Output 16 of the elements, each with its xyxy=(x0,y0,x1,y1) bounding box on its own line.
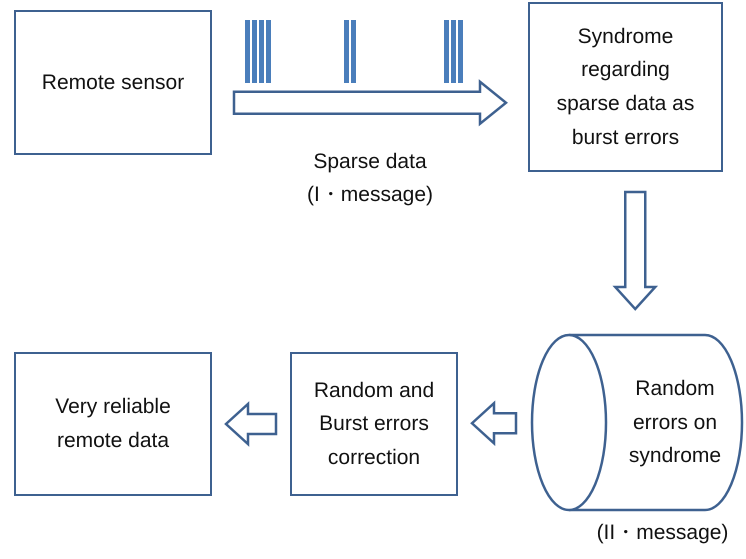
node-label: Very reliable remote data xyxy=(54,394,172,454)
block-arrow xyxy=(470,400,518,446)
block-arrow xyxy=(224,401,278,447)
node-label: Random and Burst errors correction xyxy=(312,378,436,471)
cylinder-shape xyxy=(530,333,744,512)
process-box xyxy=(14,352,212,496)
process-box xyxy=(290,352,458,496)
edge-label: Sparse data (I・message) xyxy=(306,148,434,208)
process-box xyxy=(528,2,723,172)
node-label: Random errors on syndrome xyxy=(628,376,722,470)
block-arrow xyxy=(612,190,658,311)
process-box xyxy=(14,10,212,155)
node-caption: (II・message) xyxy=(596,520,730,546)
node-label: Syndrome regarding sparse data as burst errors xyxy=(556,24,696,151)
block-arrow xyxy=(232,79,508,126)
node-label: Remote sensor xyxy=(40,70,186,96)
